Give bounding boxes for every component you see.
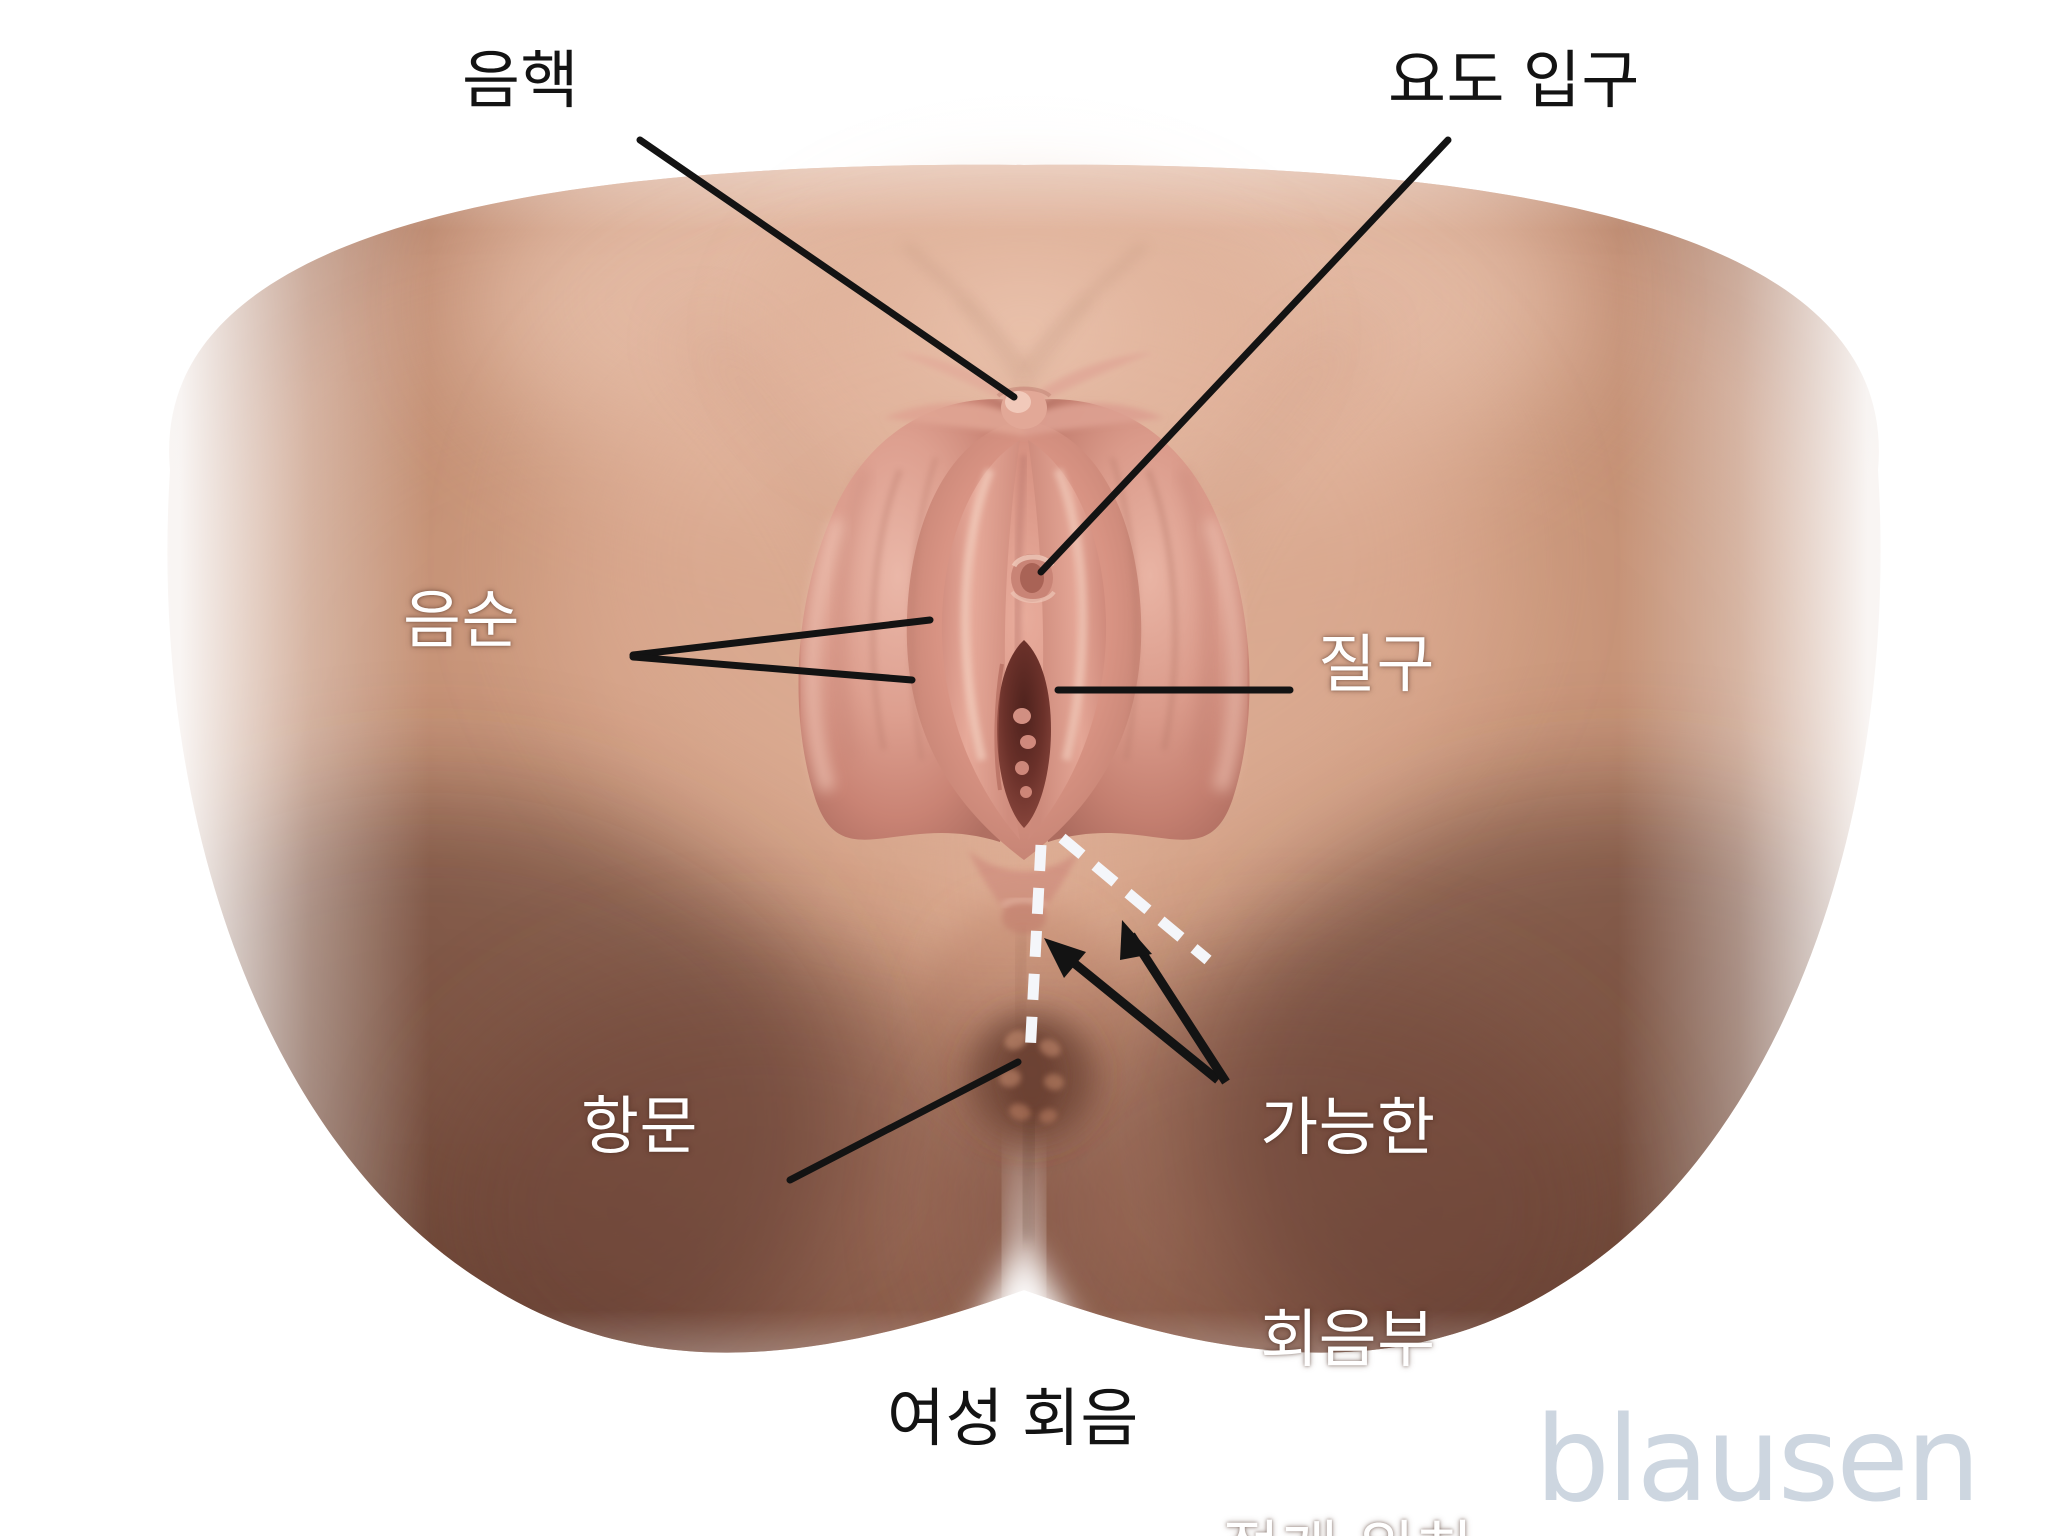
arrow-to-median-line [1044,938,1221,1084]
leader-urethra [1037,136,1452,576]
blausen-watermark: blausen [1535,1390,1981,1528]
anus [970,1014,1094,1241]
arrow-to-mediolateral-line [1120,920,1230,1085]
label-episiotomy-line-3: 절개 위치 [1222,1516,1474,1536]
episiotomy-dashed-lines [1024,833,1212,1056]
label-clitoris: 음핵 [462,46,579,116]
label-episiotomy-line-2: 회음부 [1260,1304,1436,1375]
label-urethral-opening: 요도 입구 [1388,46,1640,116]
label-anus: 항문 [581,1092,698,1162]
figure-caption: 여성 회음 [887,1384,1139,1454]
leader-labia-upper [629,616,934,659]
mediolateral-episiotomy-line [1058,833,1212,965]
leader-lines [629,136,1452,1184]
episiotomy-arrows [1044,920,1230,1085]
leader-labia-lower [629,653,916,684]
leader-clitoris [636,136,1018,401]
label-labia: 음순 [403,586,520,656]
median-episiotomy-line [1024,844,1047,1056]
vaginal-opening [994,640,1051,828]
label-vaginal-opening: 질구 [1318,630,1435,700]
label-episiotomy-sites: 가능한 회음부 절개 위치 [1222,952,1474,1536]
mons-pubis [754,165,1294,495]
leader-anus [786,1058,1022,1184]
label-episiotomy-line-1: 가능한 [1260,1093,1436,1164]
